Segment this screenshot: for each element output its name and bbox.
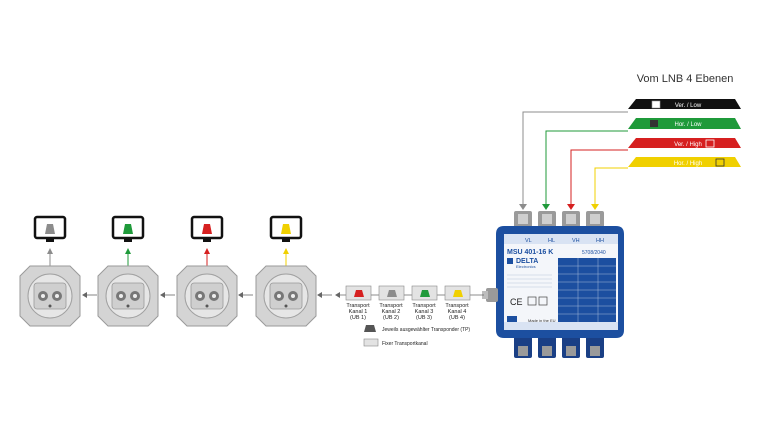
arrow-up-icon: [204, 248, 210, 254]
wall-socket: [255, 265, 317, 327]
outlet-2: [97, 215, 159, 327]
lnb-level-3: Ver. / High: [628, 138, 741, 148]
connection-line: [594, 167, 628, 206]
transponder-icon: [354, 290, 364, 297]
lnb-level-1: Ver. / Low: [628, 99, 741, 109]
arrow-up-icon: [283, 248, 289, 254]
lnb-level-label: Ver. / Low: [675, 103, 702, 109]
bottom-connectors: [514, 334, 604, 358]
transport-channel-3: Transport Kanal 3 (UB 3): [411, 285, 438, 321]
transponder-icon: [650, 120, 658, 127]
transponder-icon: [715, 158, 725, 167]
tv-icon: [111, 215, 145, 242]
wall-socket: [19, 265, 81, 327]
lnb-level-label: Ver. / High: [674, 142, 702, 148]
outlets: [19, 215, 317, 327]
channel-label: Kanal 2: [382, 309, 401, 315]
outlet-3: [176, 215, 238, 327]
channel-label: Transport: [379, 303, 403, 309]
port-label: HH: [596, 238, 604, 244]
arrow-icon: [591, 204, 599, 210]
lnb-title: Vom LNB 4 Ebenen: [637, 73, 734, 85]
lnb-level-label: Hor. / High: [674, 161, 702, 167]
arrow-up-icon: [125, 248, 131, 254]
legend-label: Fixer Transportkanal: [382, 341, 428, 347]
arrow-icon: [567, 204, 575, 210]
transponder-icon: [364, 325, 376, 332]
channel-label: Transport: [445, 303, 469, 309]
connection-line: [522, 111, 628, 206]
tv-icon: [190, 215, 224, 242]
transponder-icon: [705, 139, 715, 148]
channel-label: Kanal 4: [448, 309, 467, 315]
connection-line: [570, 149, 628, 206]
arrow-icon: [519, 204, 527, 210]
transport-channel-1: Transport Kanal 1 (UB 1): [345, 285, 372, 321]
lnb-level-2: Hor. / Low: [628, 118, 741, 129]
channel-label: Transport: [412, 303, 436, 309]
made-in: Made in the EU: [528, 318, 556, 323]
port-label: VL: [525, 238, 532, 244]
channel-label: Kanal 3: [415, 309, 434, 315]
outlet-chain-arrows: [82, 292, 332, 298]
outlet-4: [255, 215, 317, 327]
eu-flag-icon: [507, 316, 517, 323]
channel-table: [558, 258, 616, 326]
bin-icon: [538, 296, 548, 306]
transponder-icon: [420, 290, 430, 297]
wall-socket: [176, 265, 238, 327]
transponder-icon: [123, 224, 133, 234]
output-connector: [486, 288, 498, 302]
channel-label: (UB 2): [383, 315, 399, 321]
transport-channel-2: Transport Kanal 2 (UB 2): [378, 285, 405, 321]
ce-mark: CE: [510, 297, 523, 307]
transponder-icon: [202, 224, 212, 234]
lnb-connections: [519, 111, 628, 210]
lnb-level-4: Hor. / High: [628, 157, 741, 167]
brand-name: DELTA: [516, 258, 538, 265]
legend: Jeweils ausgewählter Transponder (TP) Fi…: [363, 325, 470, 347]
tv-icon: [269, 215, 303, 242]
transport-channels: Transport Kanal 1 (UB 1) Transport Kanal…: [345, 285, 471, 321]
multiswitch-device: VL HL VH HH MSU 401-16 K 5708/2040 DELTA…: [482, 211, 624, 358]
device-model: MSU 401-16 K: [507, 249, 553, 256]
fixed-channel-box: [363, 338, 379, 347]
wall-socket: [97, 265, 159, 327]
arrow-icon: [542, 204, 550, 210]
legend-label: Jeweils ausgewählter Transponder (TP): [382, 327, 470, 333]
transponder-icon: [453, 290, 463, 297]
device-article: 5708/2040: [582, 250, 606, 256]
transport-channel-4: Transport Kanal 4 (UB 4): [444, 285, 471, 321]
transponder-icon: [45, 224, 55, 234]
transponder-icon: [651, 100, 661, 109]
outlet-1: [19, 215, 81, 327]
port-label: HL: [548, 238, 555, 244]
house-icon: [527, 296, 537, 306]
tv-icon: [33, 215, 67, 242]
channel-label: Transport: [346, 303, 370, 309]
port-label: VH: [572, 238, 580, 244]
channel-label: (UB 1): [350, 315, 366, 321]
channel-label: (UB 4): [449, 315, 465, 321]
channel-label: (UB 3): [416, 315, 432, 321]
channel-label: Kanal 1: [349, 309, 368, 315]
transponder-icon: [281, 224, 291, 234]
connection-line: [545, 130, 628, 206]
brand-sub: Electronics: [516, 264, 536, 269]
arrow-up-icon: [47, 248, 53, 254]
transponder-icon: [387, 290, 397, 297]
lnb-level-label: Hor. / Low: [674, 122, 702, 128]
